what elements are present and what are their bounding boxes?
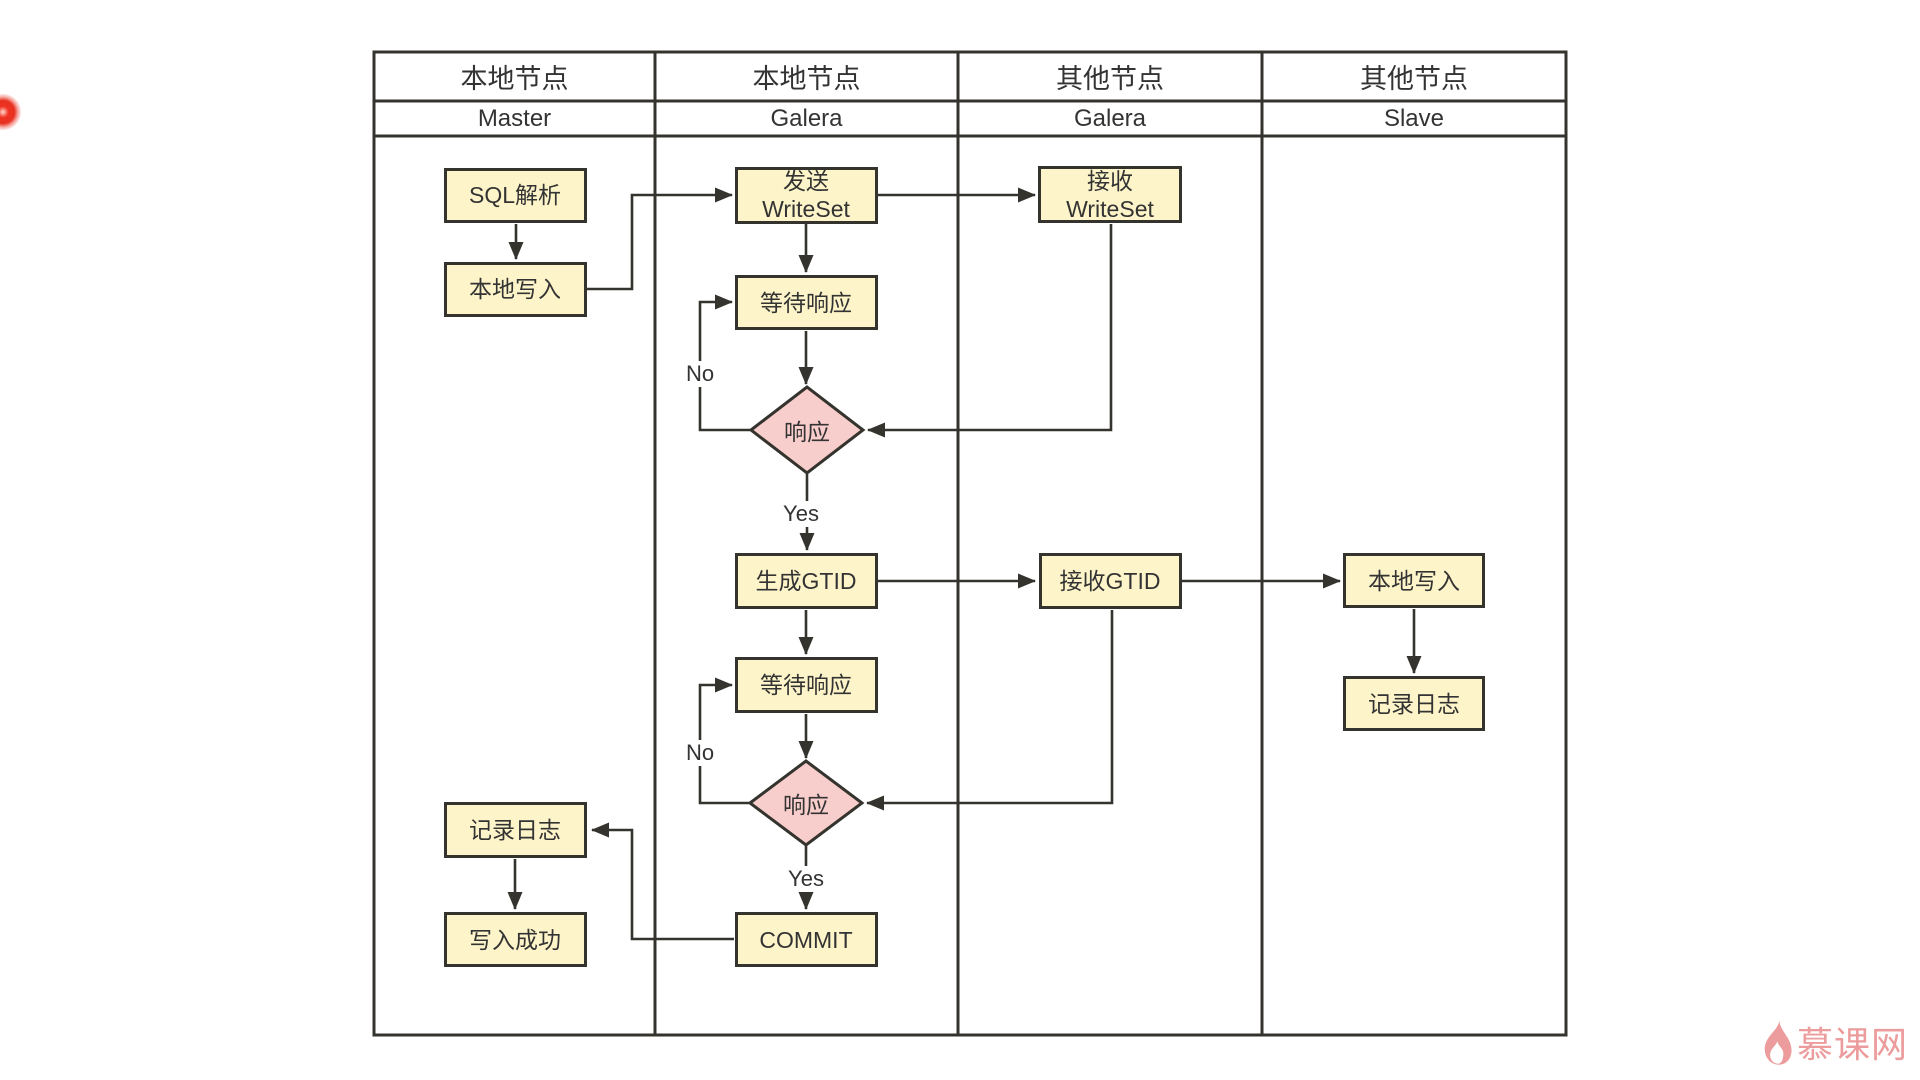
step-log-slave: 记录日志 [1343,676,1485,731]
step-gen-gtid: 生成GTID [734,553,878,609]
step-wait-response-1: 等待响应 [734,275,878,330]
lane-header-role-lane-local-master: Master [477,104,552,132]
edge-localwrite-to-send [587,187,733,291]
edge-label-resp2-no-loop: No [681,740,719,766]
step-local-write-master: 本地写入 [443,261,587,317]
lane-header-nodetype-lane-other-slave: 其他节点 [1360,64,1468,94]
lane-header-role-lane-other-slave: Slave [1383,104,1445,132]
step-write-success: 写入成功 [443,912,587,967]
lane-header-role-lane-local-galera: Galera [770,104,843,132]
edge-recvwriteset-to-resp1 [867,224,1113,438]
step-sql-parse: SQL解析 [443,167,587,223]
decision-response-2 [747,759,865,847]
flame-icon [1764,1019,1792,1065]
edge-commit-to-logmaster [591,822,734,941]
watermark: 慕课网 [1762,1016,1908,1068]
step-wait-response-2: 等待响应 [734,657,878,713]
step-recv-writeset: 接收 WriteSet [1038,166,1182,223]
step-log-master: 记录日志 [443,802,587,858]
swimlane-frame [372,50,1568,1037]
edge-label-resp1-yes-to-gengtid: Yes [779,501,823,527]
watermark-text: 慕课网 [1796,1024,1908,1065]
step-commit: COMMIT [734,912,878,967]
edge-label-resp2-yes-to-commit: Yes [784,866,828,892]
recording-indicator-dot [0,94,21,130]
step-send-writeset: 发送 WriteSet [734,166,878,224]
step-local-write-slave: 本地写入 [1343,553,1485,608]
edge-label-resp1-no-loop: No [681,361,719,387]
step-recv-gtid: 接收GTID [1038,553,1182,609]
lane-header-nodetype-lane-local-master: 本地节点 [460,64,569,94]
decision-response-1 [748,385,866,475]
lane-header-role-lane-other-galera: Galera [1073,104,1147,132]
edge-recvgtid-to-resp2 [866,610,1114,811]
lane-header-nodetype-lane-other-galera: 其他节点 [1056,64,1164,94]
lane-header-nodetype-lane-local-galera: 本地节点 [752,64,861,94]
